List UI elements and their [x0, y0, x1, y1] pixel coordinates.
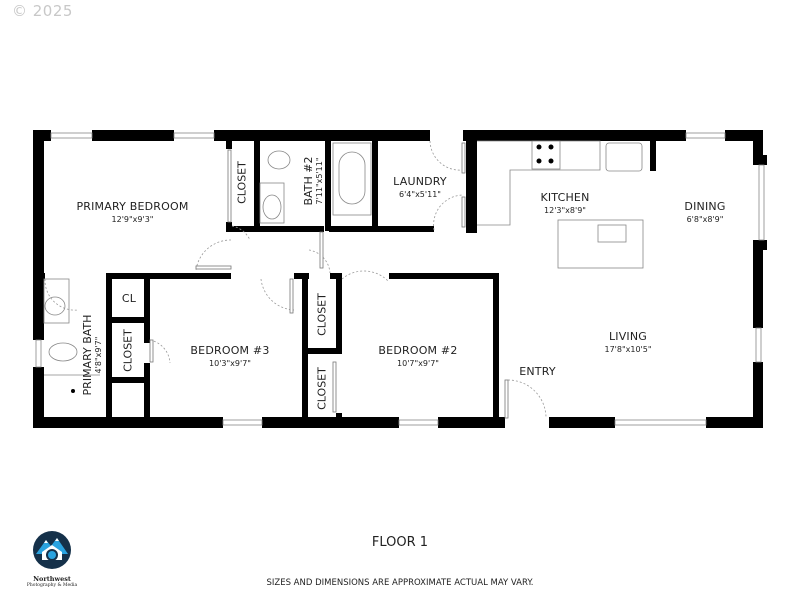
room-name: CL — [121, 292, 137, 305]
room-bedroom-3: BEDROOM #3 10'3"x9'7" — [170, 344, 290, 368]
copyright-watermark: © 2025 — [12, 2, 73, 20]
room-closet-primary: CLOSET — [236, 161, 249, 205]
room-living: LIVING 17'8"x10'5" — [583, 330, 673, 354]
company-logo: Northwest Photography & Media — [20, 530, 84, 588]
room-primary-bath: PRIMARY BATH 4'8"x9'7" — [81, 305, 103, 405]
room-name: BEDROOM #3 — [190, 344, 270, 357]
room-bedroom-2: BEDROOM #2 10'7"x9'7" — [358, 344, 478, 368]
room-entry: ENTRY — [510, 365, 565, 378]
camera-mountain-icon — [33, 531, 71, 569]
room-bath-2: BATH #2 7'11"x5'11" — [302, 141, 324, 221]
room-name: BATH #2 — [302, 156, 315, 206]
room-laundry: LAUNDRY 6'4"x5'11" — [380, 175, 460, 199]
room-closet-bed3: CLOSET — [122, 328, 135, 374]
room-dimensions: 12'9"x9'3" — [111, 215, 154, 224]
room-name: PRIMARY BATH — [81, 314, 94, 396]
floor-title: FLOOR 1 — [371, 535, 429, 550]
room-dining: DINING 6'8"x8'9" — [665, 200, 745, 224]
room-name: LAUNDRY — [393, 175, 447, 188]
logo-line-2: Photography & Media — [26, 583, 78, 588]
room-dimensions: 17'8"x10'5" — [604, 345, 652, 354]
room-name: CLOSET — [315, 367, 329, 410]
logo-line-1: Northwest — [33, 575, 71, 583]
room-dimensions: 10'7"x9'7" — [397, 359, 439, 368]
room-dimensions: 6'4"x5'11" — [399, 190, 441, 199]
room-name: KITCHEN — [540, 191, 590, 204]
room-name: LIVING — [608, 330, 648, 343]
room-dimensions: 12'3"x8'9" — [544, 206, 586, 215]
room-name: DINING — [684, 200, 726, 213]
room-dimensions: 10'3"x9'7" — [209, 359, 251, 368]
room-name: ENTRY — [519, 365, 556, 378]
room-name: CLOSET — [315, 293, 329, 336]
room-kitchen: KITCHEN 12'3"x8'9" — [520, 191, 610, 215]
room-dimensions: 7'11"x5'11" — [315, 157, 324, 205]
room-primary-bedroom: PRIMARY BEDROOM 12'9"x9'3" — [60, 200, 205, 224]
room-name: BEDROOM #2 — [378, 344, 458, 357]
room-closet-hall-lower: CLOSET — [316, 364, 329, 414]
room-name: CLOSET — [121, 329, 135, 372]
room-dimensions: 6'8"x8'9" — [686, 215, 724, 224]
room-closet-hall-upper: CLOSET — [316, 290, 329, 340]
room-dimensions: 4'8"x9'7" — [94, 336, 103, 374]
room-name: PRIMARY BEDROOM — [76, 200, 189, 213]
disclaimer-text: SIZES AND DIMENSIONS ARE APPROXIMATE ACT… — [266, 578, 534, 588]
room-name: CLOSET — [235, 161, 249, 204]
room-cl: CL — [114, 292, 144, 305]
